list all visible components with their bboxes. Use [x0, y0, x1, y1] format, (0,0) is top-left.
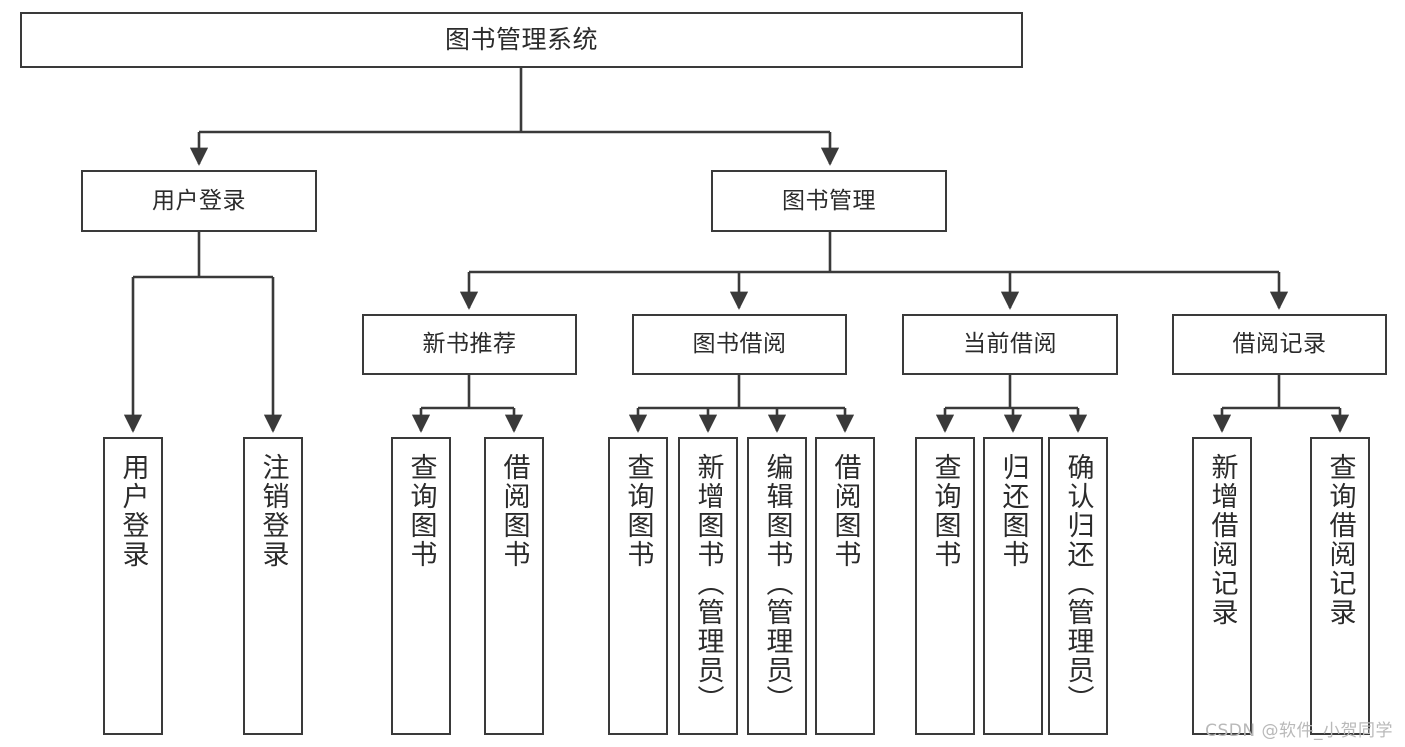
node-leaf-borrow-book-1[interactable]: 借阅图书 [484, 437, 544, 735]
node-leaf-add-book-label: 新增图书（管理员） [692, 453, 724, 714]
node-leaf-query-book-1[interactable]: 查询图书 [391, 437, 451, 735]
node-leaf-query-record-label: 查询借阅记录 [1324, 453, 1356, 627]
node-leaf-query-book-1-label: 查询图书 [405, 453, 437, 569]
node-leaf-user-login[interactable]: 用户登录 [103, 437, 163, 735]
node-leaf-query-book-3-label: 查询图书 [929, 453, 961, 569]
node-leaf-confirm-return[interactable]: 确认归还（管理员） [1048, 437, 1108, 735]
node-borrow-record-label: 借阅记录 [1232, 331, 1327, 358]
node-leaf-query-book-3[interactable]: 查询图书 [915, 437, 975, 735]
node-user-login[interactable]: 用户登录 [81, 170, 317, 232]
node-leaf-confirm-return-label: 确认归还（管理员） [1062, 453, 1094, 714]
node-leaf-logout-login-label: 注销登录 [257, 453, 289, 569]
node-new-book-recommend[interactable]: 新书推荐 [362, 314, 577, 375]
node-leaf-query-record[interactable]: 查询借阅记录 [1310, 437, 1370, 735]
node-leaf-borrow-book-2-label: 借阅图书 [829, 453, 861, 569]
node-leaf-query-book-2[interactable]: 查询图书 [608, 437, 668, 735]
node-leaf-query-book-2-label: 查询图书 [622, 453, 654, 569]
node-leaf-logout-login[interactable]: 注销登录 [243, 437, 303, 735]
watermark: CSDN @软件_小贺同学 [1205, 721, 1393, 741]
node-leaf-user-login-label: 用户登录 [117, 453, 149, 569]
node-leaf-return-book-label: 归还图书 [997, 453, 1029, 569]
node-book-borrow-label: 图书借阅 [692, 331, 787, 358]
node-root[interactable]: 图书管理系统 [20, 12, 1023, 68]
node-current-borrow-label: 当前借阅 [963, 331, 1057, 358]
node-leaf-add-book[interactable]: 新增图书（管理员） [678, 437, 738, 735]
node-book-management[interactable]: 图书管理 [711, 170, 947, 232]
node-current-borrow[interactable]: 当前借阅 [902, 314, 1118, 375]
node-leaf-return-book[interactable]: 归还图书 [983, 437, 1043, 735]
node-leaf-edit-book-label: 编辑图书（管理员） [761, 453, 793, 714]
node-leaf-edit-book[interactable]: 编辑图书（管理员） [747, 437, 807, 735]
node-leaf-borrow-book-2[interactable]: 借阅图书 [815, 437, 875, 735]
node-leaf-add-record[interactable]: 新增借阅记录 [1192, 437, 1252, 735]
node-new-book-recommend-label: 新书推荐 [422, 331, 517, 358]
node-book-management-label: 图书管理 [782, 187, 876, 214]
node-borrow-record[interactable]: 借阅记录 [1172, 314, 1387, 375]
node-leaf-add-record-label: 新增借阅记录 [1206, 453, 1238, 627]
node-user-login-label: 用户登录 [152, 187, 246, 214]
node-leaf-borrow-book-1-label: 借阅图书 [498, 453, 530, 569]
node-book-borrow[interactable]: 图书借阅 [632, 314, 847, 375]
node-root-label: 图书管理系统 [444, 24, 598, 54]
